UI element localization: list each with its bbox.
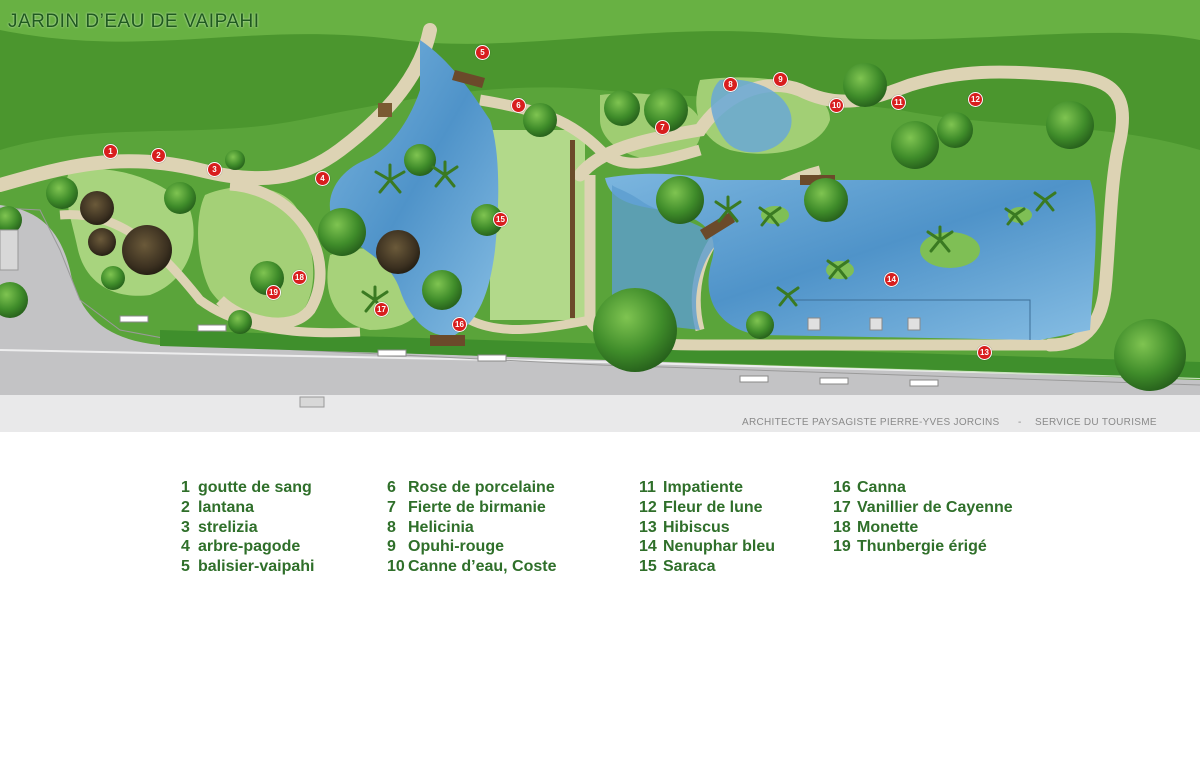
credit-separator: - <box>1018 417 1022 428</box>
legend-plant-name: Fleur de lune <box>663 498 763 516</box>
legend-item: 19 Thunbergie érigé <box>833 537 1013 557</box>
garden-map: JARDIN D’EAU DE VAIPAHI 1 2 3 4 5 6 7 8 … <box>0 0 1200 432</box>
marker-18[interactable]: 18 <box>292 270 307 285</box>
legend-column-4: 16 Canna 17 Vanillier de Cayenne 18 Monette… <box>833 478 1013 557</box>
legend-plant-name: Helicinia <box>408 518 474 536</box>
map-title: JARDIN D’EAU DE VAIPAHI <box>8 11 260 32</box>
legend-number: 3 <box>181 518 190 536</box>
marker-12[interactable]: 12 <box>968 92 983 107</box>
legend-plant-name: Hibiscus <box>663 518 730 536</box>
marker-15[interactable]: 15 <box>493 212 508 227</box>
legend-item: 11 Impatiente <box>639 478 775 498</box>
legend-number: 14 <box>639 538 657 556</box>
legend-item: 12 Fleur de lune <box>639 498 775 518</box>
legend-item: 15 Saraca <box>639 557 775 577</box>
legend-plant-name: arbre-pagode <box>198 538 301 556</box>
legend-item: 5 balisier-vaipahi <box>181 557 315 577</box>
legend-item: 1 goutte de sang <box>181 478 315 498</box>
legend-number: 13 <box>639 518 657 536</box>
legend-plant-name: lantana <box>198 498 255 516</box>
legend-plant-name: Fierte de birmanie <box>408 498 546 516</box>
marker-7[interactable]: 7 <box>655 120 670 135</box>
legend-plant-name: Vanillier de Cayenne <box>857 498 1013 516</box>
tourism-service-credit: SERVICE DU TOURISME <box>1035 417 1157 428</box>
marker-8[interactable]: 8 <box>723 77 738 92</box>
legend-item: 14 Nenuphar bleu <box>639 537 775 557</box>
legend-number: 12 <box>639 498 657 516</box>
marker-10[interactable]: 10 <box>829 98 844 113</box>
legend-plant-name: Canne d’eau, Coste <box>408 558 557 576</box>
legend-number: 10 <box>387 558 405 576</box>
legend-plant-name: Opuhi-rouge <box>408 538 504 556</box>
legend-item: 6 Rose de porcelaine <box>387 478 556 498</box>
legend-plant-name: Thunbergie érigé <box>857 538 987 556</box>
legend-number: 9 <box>387 538 396 556</box>
legend-plant-name: Rose de porcelaine <box>408 479 555 496</box>
legend-number: 16 <box>833 479 851 496</box>
legend-number: 11 <box>639 479 656 496</box>
marker-19[interactable]: 19 <box>266 285 281 300</box>
marker-14[interactable]: 14 <box>884 272 899 287</box>
legend-item: 18 Monette <box>833 518 1013 538</box>
legend-number: 8 <box>387 518 396 536</box>
legend-item: 4 arbre-pagode <box>181 537 315 557</box>
architect-credit: ARCHITECTE PAYSAGISTE PIERRE-YVES JORCIN… <box>742 417 1000 428</box>
marker-1[interactable]: 1 <box>103 144 118 159</box>
legend-item: 13 Hibiscus <box>639 518 775 538</box>
legend-number: 2 <box>181 498 190 516</box>
legend-item: 16 Canna <box>833 478 1013 498</box>
marker-13[interactable]: 13 <box>977 345 992 360</box>
garden-plan-illustration <box>0 0 1200 432</box>
legend-column-1: 1 goutte de sang 2 lantana 3 strelizia 4 arb… <box>181 478 315 577</box>
legend-plant-name: goutte de sang <box>198 479 312 496</box>
marker-4[interactable]: 4 <box>315 171 330 186</box>
legend-number: 18 <box>833 518 851 536</box>
legend-item: 17 Vanillier de Cayenne <box>833 498 1013 518</box>
legend-number: 15 <box>639 558 657 576</box>
legend-item: 2 lantana <box>181 498 315 518</box>
legend-plant-name: Canna <box>857 479 906 496</box>
legend-number: 4 <box>181 538 190 556</box>
legend-number: 1 <box>181 479 190 496</box>
legend-number: 5 <box>181 558 190 576</box>
legend-plant-name: Saraca <box>663 558 716 576</box>
marker-5[interactable]: 5 <box>475 45 490 60</box>
legend-item: 3 strelizia <box>181 518 315 538</box>
legend-number: 19 <box>833 538 851 556</box>
legend-number: 17 <box>833 498 851 516</box>
marker-3[interactable]: 3 <box>207 162 222 177</box>
legend-plant-name: balisier-vaipahi <box>198 558 315 576</box>
legend-plant-name: Monette <box>857 518 919 536</box>
legend-number: 6 <box>387 479 396 496</box>
marker-9[interactable]: 9 <box>773 72 788 87</box>
legend-item: 7 Fierte de birmanie <box>387 498 556 518</box>
legend-plant-name: Nenuphar bleu <box>663 538 776 556</box>
marker-6[interactable]: 6 <box>511 98 526 113</box>
legend-plant-name: strelizia <box>198 518 258 536</box>
legend-item: 9 Opuhi-rouge <box>387 537 556 557</box>
legend-number: 7 <box>387 498 396 516</box>
legend-item: 8 Helicinia <box>387 518 556 538</box>
marker-2[interactable]: 2 <box>151 148 166 163</box>
marker-11[interactable]: 11 <box>891 95 906 110</box>
legend-plant-name: Impatiente <box>663 479 744 496</box>
marker-17[interactable]: 17 <box>374 302 389 317</box>
marker-16[interactable]: 16 <box>452 317 467 332</box>
